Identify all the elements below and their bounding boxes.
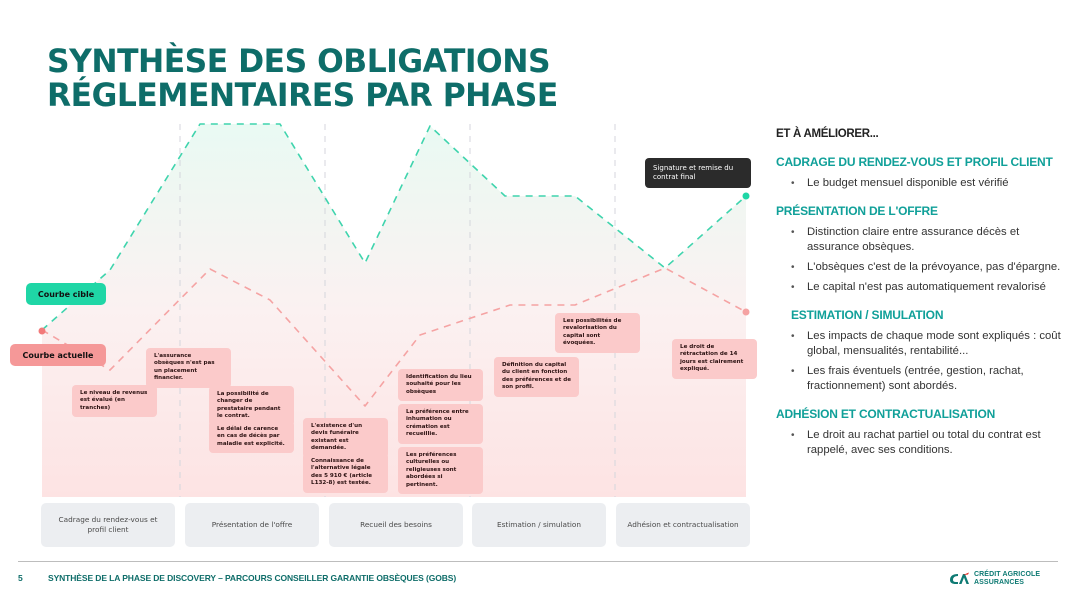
note-inhumation: La préférence entre inhumation ou crémat… <box>398 404 483 444</box>
page-title: SYNTHÈSE DES OBLIGATIONS RÉGLEMENTAIRES … <box>47 44 558 112</box>
note-devis: L'existence d'un devis funéraire existan… <box>303 418 388 458</box>
note-alternative: Connaissance de l'alternative légale des… <box>303 453 388 493</box>
section-heading-presentation: PRÉSENTATION DE L'OFFRE <box>776 204 938 218</box>
list-item: Distinction claire entre assurance décès… <box>776 225 1061 255</box>
company-logo: CRÉDIT AGRICOLE ASSURANCES <box>948 571 1040 586</box>
note-placement: L'assurance obsèques n'est pas un placem… <box>146 348 231 388</box>
logo-line-2: ASSURANCES <box>974 578 1025 586</box>
curve-area <box>42 124 746 497</box>
panel-intro: ET À AMÉLIORER... <box>776 128 879 140</box>
phase-adhesion: Adhésion et contractualisation <box>616 503 750 547</box>
note-lieu: Identification du lieu souhaité pour les… <box>398 369 483 402</box>
footer-title: SYNTHÈSE DE LA PHASE DE DISCOVERY – PARC… <box>48 573 457 583</box>
note-revalorisation: Les possibilités de revalorisation du ca… <box>555 313 640 353</box>
list-item: Le droit au rachat partiel ou total du c… <box>776 428 1061 458</box>
phase-presentation: Présentation de l'offre <box>185 503 319 547</box>
list-item: Les impacts de chaque mode sont expliqué… <box>776 329 1061 359</box>
section-heading-cadrage: CADRAGE DU RENDEZ-VOUS ET PROFIL CLIENT <box>776 155 1053 169</box>
current-curve <box>41 267 747 407</box>
note-prestataire: La possibilité de changer de prestataire… <box>209 386 294 426</box>
note-capital: Définition du capital du client en fonct… <box>494 357 579 397</box>
list-item: Le capital n'est pas automatiquement rev… <box>776 280 1061 295</box>
note-signature: Signature et remise du contrat final <box>645 158 751 188</box>
note-culturelles: Les préférences culturelles ou religieus… <box>398 447 483 495</box>
section-list-presentation: Distinction claire entre assurance décès… <box>776 225 1061 295</box>
legend-target-curve: Courbe cible <box>26 283 106 305</box>
note-revenus: Le niveau de revenus est évalué (en tran… <box>72 385 157 418</box>
phase-recueil: Recueil des besoins <box>329 503 463 547</box>
note-retractation: Le droit de rétractation de 14 jours est… <box>672 339 757 379</box>
list-item: L'obsèques c'est de la prévoyance, pas d… <box>776 260 1061 275</box>
note-carence: Le délai de carence en cas de décès par … <box>209 421 294 454</box>
improvements-panel: ET À AMÉLIORER... CADRAGE DU RENDEZ-VOUS… <box>776 128 1061 470</box>
list-item: Les frais éventuels (entrée, gestion, ra… <box>776 364 1061 394</box>
phase-estimation: Estimation / simulation <box>472 503 606 547</box>
target-curve <box>41 123 747 331</box>
section-heading-estimation: ESTIMATION / SIMULATION <box>791 308 944 322</box>
page-number: 5 <box>18 573 23 583</box>
legend-current-curve: Courbe actuelle <box>10 344 106 366</box>
credit-agricole-logo-icon <box>950 572 969 584</box>
page-title-line-2: RÉGLEMENTAIRES PAR PHASE <box>47 76 558 114</box>
journey-chart: Courbe cible Courbe actuelle Le niveau d… <box>10 123 757 547</box>
start-dot <box>38 327 46 335</box>
section-list-estimation: Les impacts de chaque mode sont expliqué… <box>776 329 1061 394</box>
section-heading-adhesion: ADHÉSION ET CONTRACTUALISATION <box>776 407 996 421</box>
logo-line-1: CRÉDIT AGRICOLE <box>974 571 1041 578</box>
list-item: Le budget mensuel disponible est vérifié <box>776 176 1061 191</box>
footer-divider <box>18 561 1058 562</box>
target-end-dot <box>742 192 750 200</box>
phase-cadrage: Cadrage du rendez-vous et profil client <box>41 503 175 547</box>
phase-separators <box>179 124 616 497</box>
current-end-dot <box>742 308 750 316</box>
section-list-cadrage: Le budget mensuel disponible est vérifié <box>776 176 1061 191</box>
page-title-line-1: SYNTHÈSE DES OBLIGATIONS <box>47 42 551 80</box>
section-list-adhesion: Le droit au rachat partiel ou total du c… <box>776 428 1061 458</box>
